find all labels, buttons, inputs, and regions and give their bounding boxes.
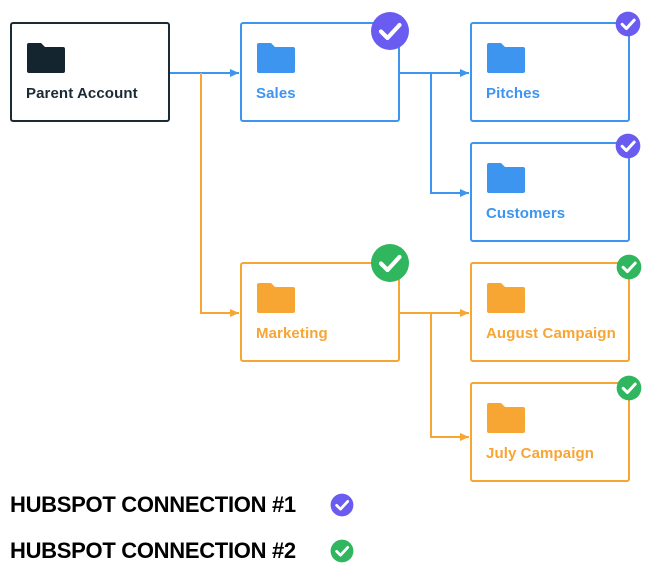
check-circle-icon [371, 244, 409, 282]
node-label: August Campaign [486, 325, 616, 342]
check-circle-icon [615, 133, 641, 159]
check-circle-icon [616, 375, 642, 401]
check-circle-icon [330, 493, 354, 517]
legend-item-connection-1: HUBSPOT CONNECTION #1 [10, 490, 370, 520]
node-parent-account[interactable]: Parent Account [10, 22, 170, 122]
folder-icon [257, 43, 295, 73]
check-circle-icon [615, 11, 641, 37]
folder-icon [487, 283, 525, 313]
check-circle-icon [371, 12, 409, 50]
node-marketing[interactable]: Marketing [240, 262, 400, 362]
check-circle-icon [330, 539, 354, 563]
node-label: Marketing [256, 325, 328, 342]
legend-item-connection-2: HUBSPOT CONNECTION #2 [10, 536, 370, 566]
node-august-campaign[interactable]: August Campaign [470, 262, 630, 362]
folder-icon [27, 43, 65, 73]
node-label: Pitches [486, 85, 541, 102]
edge-parent-to-marketing [200, 73, 239, 317]
legend-label: HUBSPOT CONNECTION #1 [10, 492, 296, 517]
legend-label: HUBSPOT CONNECTION #2 [10, 538, 296, 563]
folder-icon [487, 163, 525, 193]
node-sales[interactable]: Sales [240, 22, 400, 122]
edge-marketing-to-july-campaign [430, 313, 469, 441]
check-circle-icon [616, 254, 642, 280]
edge-sales-to-customers [430, 73, 469, 197]
node-label: Customers [486, 205, 566, 222]
node-july-campaign[interactable]: July Campaign [470, 382, 630, 482]
folder-icon [257, 283, 295, 313]
folder-icon [487, 43, 525, 73]
node-label: Parent Account [26, 85, 138, 102]
folder-icon [487, 403, 525, 433]
node-pitches[interactable]: Pitches [470, 22, 630, 122]
node-label: Sales [256, 85, 296, 102]
node-customers[interactable]: Customers [470, 142, 630, 242]
node-label: July Campaign [486, 445, 594, 462]
